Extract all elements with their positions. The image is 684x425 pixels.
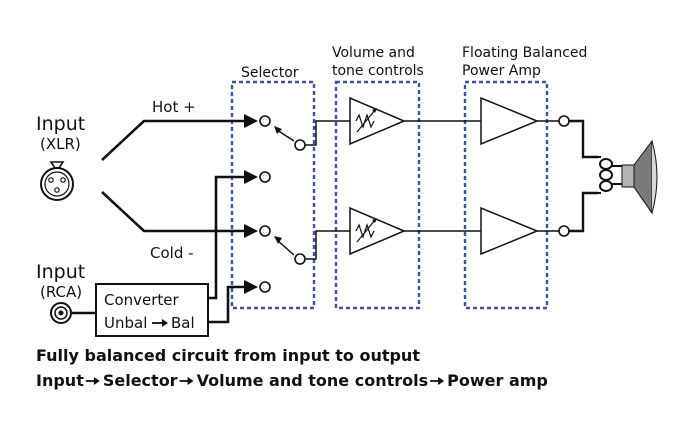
volume-label-line2: tone controls — [332, 63, 424, 79]
transformer-coil-icon — [598, 156, 624, 194]
converter-label-line2-a: Unbal — [104, 314, 147, 332]
output-terminals — [558, 115, 570, 237]
selector-switch-levers — [276, 129, 295, 256]
volume-block-frame — [334, 80, 421, 310]
volume-to-amp-wires — [404, 120, 481, 232]
input-xlr-sub: (XLR) — [40, 135, 81, 153]
xlr-wires — [101, 119, 244, 233]
selector-to-volume-wires — [305, 120, 350, 260]
caption-flow-step: Input — [36, 371, 84, 390]
arrow-right-icon — [85, 377, 100, 385]
amp-output-wires — [537, 120, 559, 232]
potentiometer-icon — [355, 218, 377, 243]
selector-contacts — [259, 115, 306, 293]
potentiometer-icon — [355, 108, 377, 133]
arrow-right-icon — [430, 377, 445, 385]
converter-box — [95, 283, 209, 337]
volume-label-line1: Volume and — [332, 45, 415, 61]
amp-label-line1: Floating Balanced — [462, 45, 587, 61]
power-amp-bottom — [480, 206, 539, 256]
converter-label-line1: Converter — [104, 291, 180, 309]
input-rca-title: Input — [36, 261, 85, 283]
converter-label-line2-b: Bal — [171, 314, 195, 332]
output-to-coil-wires — [569, 119, 598, 233]
input-xlr-title: Input — [36, 113, 85, 135]
rca-connector-icon — [50, 302, 72, 324]
selector-lever-heads — [274, 126, 282, 244]
converter-output-wires — [208, 175, 244, 324]
selector-input-arrows — [244, 114, 258, 294]
input-rca-sub: (RCA) — [40, 283, 82, 301]
arrow-right-icon — [152, 319, 168, 327]
hot-label: Hot + — [152, 98, 196, 116]
speaker-icon — [621, 139, 658, 215]
xlr-connector-icon — [40, 161, 74, 201]
amp-label-line2: Power Amp — [462, 63, 541, 79]
power-amp-top — [480, 96, 539, 146]
caption-line2: Input Selector Volume and tone controls Pow… — [36, 371, 548, 390]
arrow-right-icon — [179, 377, 194, 385]
caption-line1: Fully balanced circuit from input to out… — [36, 346, 420, 365]
cold-label: Cold - — [150, 244, 194, 262]
volume-stage-bottom — [349, 206, 406, 256]
caption-flow-step: Selector — [103, 371, 178, 390]
caption-flow-step: Power amp — [447, 371, 548, 390]
volume-stage-top — [349, 96, 406, 146]
caption-flow-step: Volume and tone controls — [197, 371, 429, 390]
selector-label: Selector — [241, 65, 299, 81]
